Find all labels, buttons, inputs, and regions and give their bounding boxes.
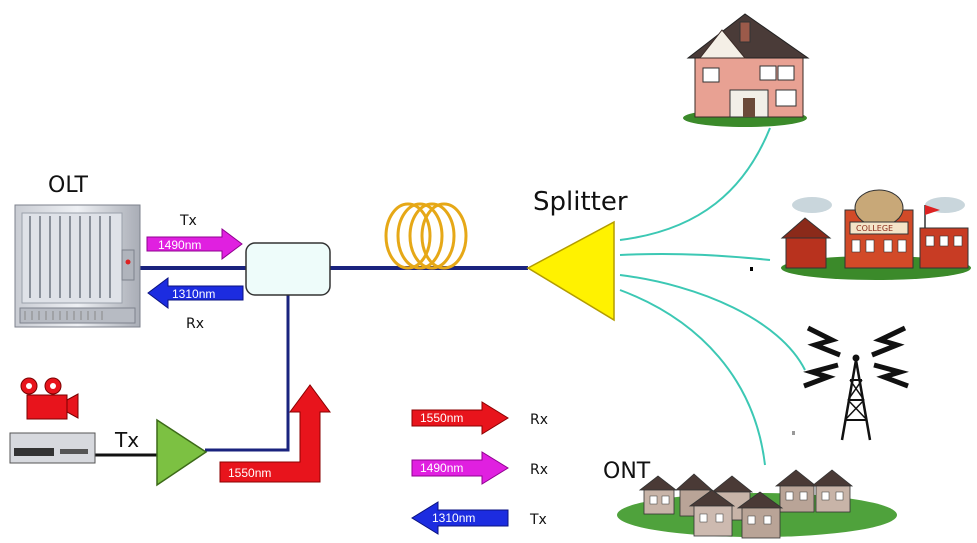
legend-1550-role: Rx bbox=[530, 412, 548, 428]
drop-fibers bbox=[619, 127, 806, 466]
video-source-icon bbox=[9, 377, 96, 464]
house-icon bbox=[683, 13, 810, 127]
wdm-coupler bbox=[245, 242, 331, 296]
rx-label-top: Rx bbox=[186, 316, 204, 332]
legend-1490-role: Rx bbox=[530, 462, 548, 478]
splitter-label: Splitter bbox=[533, 187, 628, 217]
college-icon: COLLEGE bbox=[750, 189, 971, 280]
arrow-1490-label: 1490nm bbox=[158, 238, 201, 252]
legend-row-1550: 1550nm Rx bbox=[411, 401, 548, 435]
wavelength-legend: 1550nm Rx 1490nm Rx 1310nm Tx bbox=[411, 401, 548, 535]
legend-1550-label: 1550nm bbox=[420, 411, 463, 425]
legend-1490-label: 1490nm bbox=[420, 461, 463, 475]
ont-label: ONT bbox=[603, 459, 651, 484]
tx-label-video: Tx bbox=[114, 428, 139, 452]
svg-text:COLLEGE: COLLEGE bbox=[856, 224, 893, 233]
legend-1310-role: Tx bbox=[529, 512, 547, 528]
arrow-1550-video: 1550nm bbox=[219, 384, 331, 483]
arrow-1550-label: 1550nm bbox=[228, 466, 271, 480]
arrow-1310-label: 1310nm bbox=[172, 287, 215, 301]
legend-1310-label: 1310nm bbox=[432, 511, 475, 525]
olt-label: OLT bbox=[48, 173, 89, 198]
neighborhood-icon bbox=[617, 469, 897, 539]
radio-tower-icon bbox=[792, 325, 909, 441]
tx-label-top: Tx bbox=[179, 213, 197, 229]
legend-row-1490: 1490nm Rx bbox=[411, 451, 548, 485]
fiber-coil-icon bbox=[384, 202, 468, 270]
legend-row-1310: 1310nm Tx bbox=[411, 501, 547, 535]
arrow-1310-up: 1310nm bbox=[147, 277, 244, 309]
amplifier bbox=[156, 418, 208, 487]
arrow-1490-down: 1490nm bbox=[146, 228, 243, 260]
splitter-triangle bbox=[526, 220, 615, 322]
olt-rack-icon bbox=[14, 204, 141, 328]
